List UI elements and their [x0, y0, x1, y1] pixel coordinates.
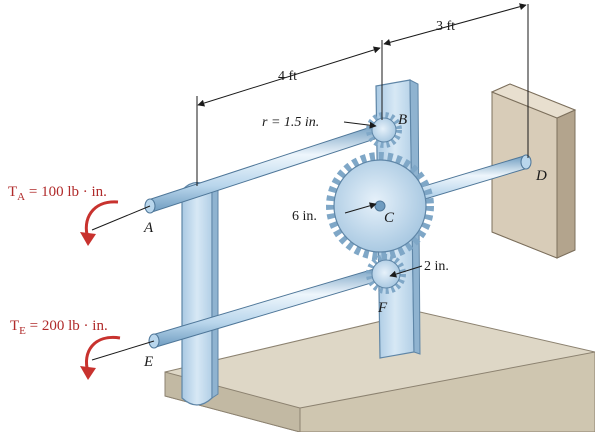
gear-b-radius-label: r = 1.5 in.	[262, 115, 319, 130]
wall-support-block	[490, 83, 577, 259]
gear-f	[366, 254, 406, 294]
dimension-label-4ft: 4 ft	[278, 69, 297, 84]
point-f-label: F	[377, 300, 388, 316]
gear-b	[366, 112, 402, 148]
point-a-label: A	[143, 220, 154, 236]
torque-a-label: TA = 100 lb · in.	[8, 184, 107, 203]
left-bearing-plate	[181, 181, 219, 406]
torque-arrow-e	[80, 335, 155, 380]
point-d-label: D	[535, 168, 547, 184]
point-c-label: C	[384, 210, 395, 226]
point-b-label: B	[398, 112, 407, 128]
torque-e-label: TE = 200 lb · in.	[10, 318, 108, 337]
point-e-label: E	[143, 354, 153, 370]
dimension-lines	[196, 3, 529, 278]
gear-c-radius-label: 6 in.	[292, 209, 317, 224]
dimension-label-3ft: 3 ft	[436, 19, 455, 34]
base-platform	[164, 311, 595, 432]
gear-c	[326, 152, 434, 260]
torque-arrow-a	[80, 200, 151, 246]
gear-f-radius-label: 2 in.	[424, 259, 449, 274]
